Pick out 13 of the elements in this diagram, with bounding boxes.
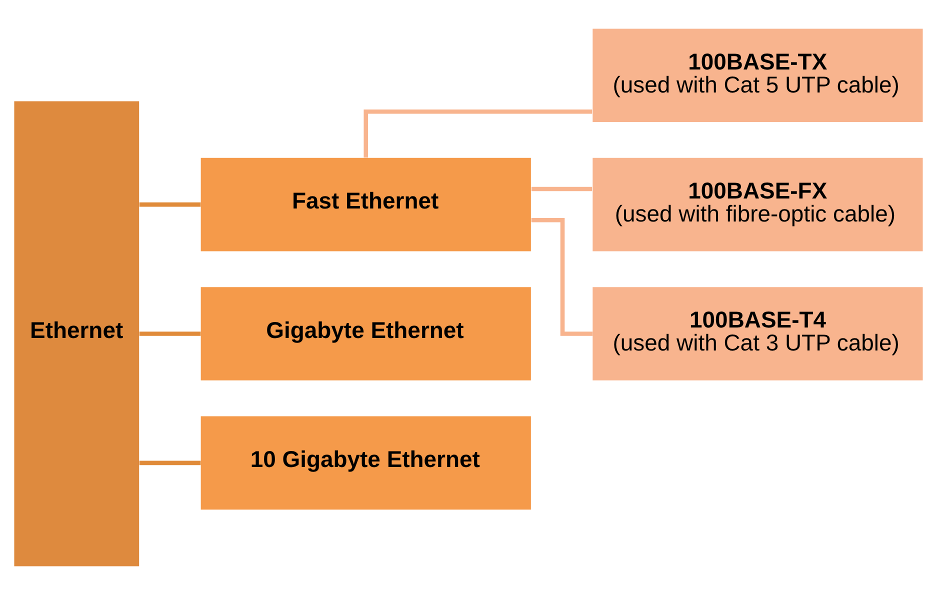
node-box: Gigabyte Ethernet bbox=[200, 286, 531, 380]
connector bbox=[139, 460, 201, 465]
node-box: Fast Ethernet bbox=[200, 157, 531, 251]
node-box: 100BASE-FX (used with fibre-optic cable) bbox=[592, 157, 923, 251]
connector bbox=[139, 331, 201, 336]
node-box: 100BASE-TX (used with Cat 5 UTP cable) bbox=[592, 28, 923, 122]
node-box: Ethernet bbox=[14, 100, 140, 566]
connector bbox=[364, 108, 592, 158]
connector bbox=[531, 217, 593, 336]
node-box: 10 Gigabyte Ethernet bbox=[200, 416, 531, 510]
connector bbox=[139, 202, 201, 206]
node-box: 100BASE-T4 (used with Cat 3 UTP cable) bbox=[592, 286, 923, 380]
connector bbox=[531, 186, 592, 191]
